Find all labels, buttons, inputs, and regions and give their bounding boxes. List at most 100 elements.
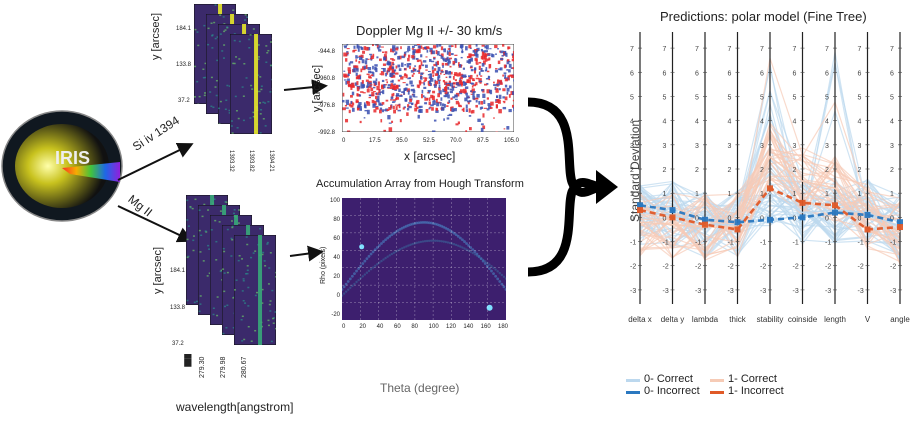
si-iv-spectra-speckle — [204, 76, 207, 79]
doppler-velocity-patch — [452, 96, 455, 99]
doppler-velocity-patch — [478, 61, 482, 64]
series-point — [702, 216, 708, 223]
axis-tick-label: 2 — [858, 167, 862, 174]
mg-ii-spectra-speckle — [264, 265, 267, 267]
si-iv-spectra-speckle — [235, 110, 238, 112]
doppler-velocity-patch — [440, 53, 444, 57]
hough-curve-point — [423, 221, 427, 224]
doppler-velocity-patch — [455, 123, 459, 126]
hough-curve-point — [386, 255, 389, 258]
doppler-velocity-patch — [506, 59, 510, 62]
mg-ii-spectra-speckle — [186, 199, 189, 202]
si-iv-spectra-speckle — [198, 95, 201, 98]
doppler-velocity-patch — [491, 53, 493, 58]
si-iv-spectra-speckle — [248, 38, 251, 41]
doppler-velocity-patch — [507, 75, 510, 81]
doppler-velocity-patch — [466, 95, 470, 99]
mg-ii-spectra-speckle — [237, 222, 240, 224]
axis-tick-label: 0 — [793, 215, 797, 222]
mg-ii-spectra-speckle — [225, 326, 228, 329]
doppler-velocity-patch — [441, 107, 445, 110]
doppler-velocity-patch — [436, 70, 439, 75]
doppler-velocity-patch — [364, 109, 368, 112]
doppler-xtick: 70.0 — [450, 138, 462, 144]
doppler-velocity-patch — [478, 78, 482, 83]
hough-ytick: 60 — [333, 236, 340, 242]
hough-curve-point — [400, 226, 404, 230]
doppler-velocity-patch — [343, 52, 347, 57]
doppler-velocity-patch — [475, 63, 479, 65]
si-iv-spectra-speckle — [230, 125, 233, 127]
doppler-velocity-patch — [379, 73, 382, 75]
mg-ii-spectra-speckle — [250, 340, 253, 342]
doppler-velocity-patch — [496, 98, 500, 104]
series-point — [832, 209, 838, 216]
doppler-velocity-patch — [439, 54, 442, 57]
doppler-velocity-patch — [406, 112, 409, 116]
doppler-velocity-patch — [362, 50, 366, 54]
doppler-velocity-patch — [513, 58, 514, 60]
doppler-velocity-patch — [428, 80, 432, 85]
doppler-velocity-patch — [484, 83, 488, 86]
doppler-velocity-patch — [513, 106, 514, 109]
doppler-velocity-patch — [396, 97, 400, 100]
doppler-velocity-patch — [375, 105, 379, 108]
doppler-velocity-patch — [494, 86, 497, 91]
doppler-velocity-patch — [446, 56, 449, 61]
axis-tick-label: -1 — [695, 240, 701, 247]
hough-curve-point — [373, 248, 377, 252]
si-iv-spectra-speckle — [257, 44, 260, 46]
doppler-velocity-patch — [411, 55, 415, 59]
mg-ii-spectra-speckle — [198, 209, 201, 211]
doppler-velocity-patch — [348, 62, 351, 66]
doppler-velocity-patch — [371, 91, 375, 97]
doppler-velocity-patch — [484, 58, 488, 62]
si-iv-spectra-speckle — [259, 113, 262, 115]
doppler-velocity-patch — [356, 75, 361, 79]
doppler-velocity-patch — [381, 84, 384, 88]
doppler-velocity-patch — [447, 114, 450, 117]
doppler-velocity-patch — [350, 85, 353, 90]
axis-tick-label: -3 — [890, 288, 896, 295]
doppler-velocity-patch — [462, 74, 467, 78]
axis-tick-label: -1 — [890, 240, 896, 247]
doppler-velocity-patch — [440, 69, 444, 73]
doppler-velocity-patch — [408, 62, 412, 66]
hough-curve-point — [463, 247, 466, 250]
doppler-velocity-patch — [503, 64, 507, 69]
doppler-velocity-patch — [380, 71, 385, 76]
doppler-velocity-patch — [480, 55, 484, 60]
series-point — [799, 214, 806, 221]
axis-tick-label: -3 — [793, 288, 799, 295]
doppler-velocity-patch — [456, 82, 459, 86]
mg-ii-spectra-speckle — [187, 225, 190, 227]
hough-curve-point — [353, 282, 356, 286]
axis-tick-label: 2 — [695, 167, 699, 174]
doppler-velocity-patch — [403, 106, 406, 109]
doppler-velocity-patch — [487, 77, 490, 80]
doppler-velocity-patch — [479, 106, 482, 110]
doppler-velocity-patch — [404, 73, 407, 77]
hough-curve-point — [502, 275, 506, 278]
branch-arrows — [117, 143, 194, 243]
doppler-velocity-patch — [471, 85, 474, 88]
doppler-velocity-patch — [489, 89, 493, 95]
axis-tick-label: 1 — [858, 191, 862, 198]
si-iv-spectra-speckle — [252, 111, 255, 114]
doppler-velocity-patch — [427, 89, 431, 92]
axis-tick-label: 6 — [760, 70, 764, 77]
doppler-velocity-patch — [484, 53, 488, 57]
doppler-velocity-patch — [353, 45, 356, 49]
doppler-velocity-patch — [384, 51, 388, 54]
doppler-velocity-patch — [392, 84, 396, 90]
doppler-velocity-patch — [498, 109, 502, 114]
axis-tick-label: -1 — [663, 240, 669, 247]
doppler-velocity-patch — [421, 89, 424, 94]
mg-ii-spectra-speckle — [247, 325, 250, 328]
axis-tick-label: 5 — [825, 94, 829, 101]
hough-curve-point — [444, 226, 448, 230]
doppler-velocity-patch — [428, 84, 432, 87]
si-iv-spectra-speckle — [252, 115, 255, 118]
doppler-velocity-patch — [379, 58, 382, 62]
doppler-velocity-patch — [412, 93, 416, 98]
